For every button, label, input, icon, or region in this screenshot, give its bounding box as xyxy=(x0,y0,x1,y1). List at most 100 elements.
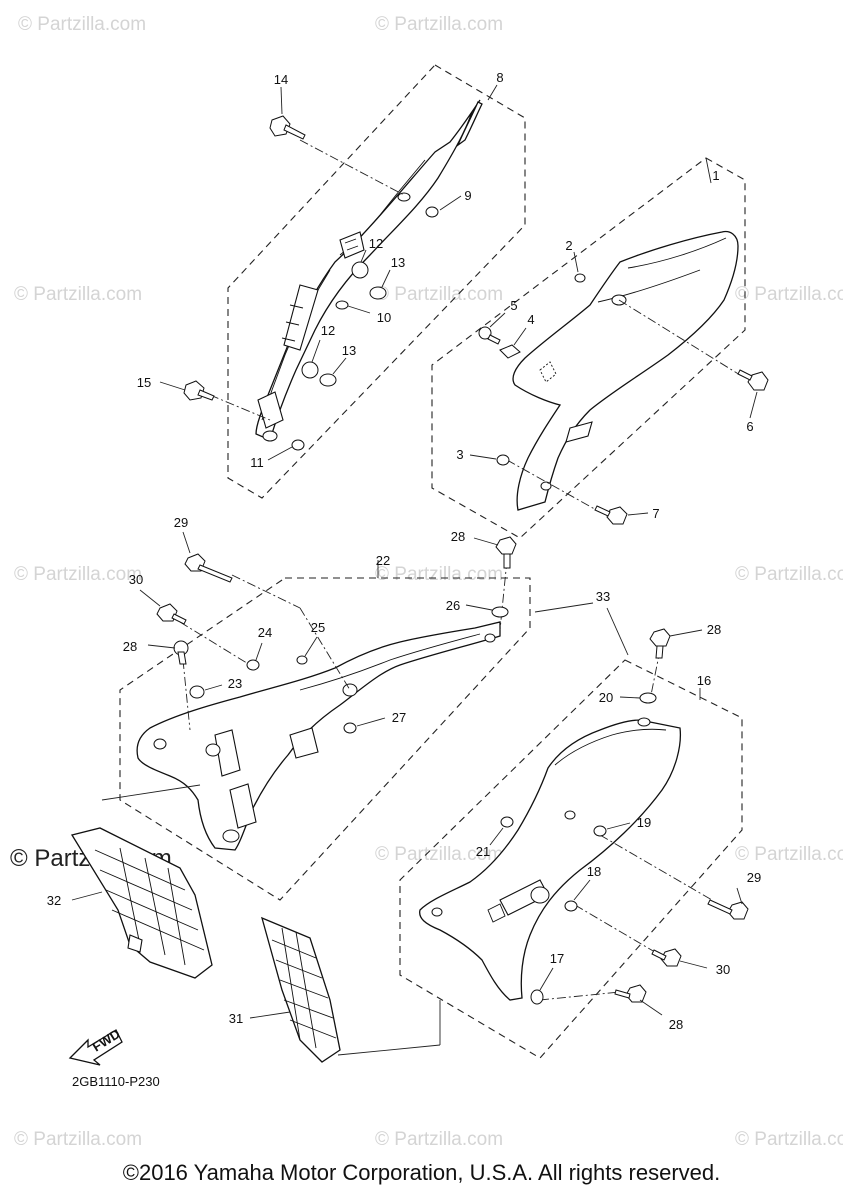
callout-label: 29 xyxy=(747,870,761,885)
radiator-grille-31 xyxy=(261,916,341,1063)
callout-label: 13 xyxy=(342,343,356,358)
watermark-text: © Partzilla.com xyxy=(18,14,146,35)
callout-label: 4 xyxy=(527,312,534,327)
watermark-text: © Partzilla.com xyxy=(14,1129,142,1150)
callout-label: 24 xyxy=(258,625,272,640)
callout-label: 16 xyxy=(697,673,711,688)
group-outline-8 xyxy=(227,64,526,499)
washer-26 xyxy=(491,606,509,618)
cap-13a xyxy=(369,286,387,300)
callout-label: 26 xyxy=(446,598,460,613)
collar-11 xyxy=(291,439,305,451)
group-outline-16 xyxy=(399,659,743,1059)
callout-label: 30 xyxy=(129,572,143,587)
bolt-28c xyxy=(649,628,671,659)
washer-10 xyxy=(335,300,349,310)
callout-label: 11 xyxy=(250,455,264,470)
callout-label: 28 xyxy=(707,622,721,637)
bolt-28d xyxy=(614,984,647,1003)
collar-27 xyxy=(343,722,357,734)
callout-label: 8 xyxy=(496,70,503,85)
callout-label: 33 xyxy=(596,589,610,604)
bolt-28a xyxy=(173,640,189,665)
clip-4 xyxy=(499,344,521,359)
callout-labels: 14 8 9 12 13 10 12 13 15 11 1 2 5 4 6 3 … xyxy=(47,70,761,1032)
washer-20 xyxy=(639,692,657,704)
callout-label: 12 xyxy=(321,323,335,338)
watermark-text: © Partzilla.com xyxy=(375,14,503,35)
bolt-7 xyxy=(594,505,628,525)
callout-label: 10 xyxy=(377,310,391,325)
callout-label: 22 xyxy=(376,553,390,568)
nut-25 xyxy=(296,655,308,665)
bolt-29a xyxy=(184,553,233,583)
fwd-arrow-icon: FWD xyxy=(68,1026,123,1066)
bolt-6 xyxy=(737,369,769,391)
callout-label: 28 xyxy=(451,529,465,544)
callout-label: 14 xyxy=(274,72,288,87)
callout-label: 31 xyxy=(229,1011,243,1026)
group-outline-1 xyxy=(431,157,746,539)
nut-21 xyxy=(500,816,514,828)
callout-leaders xyxy=(71,84,758,1019)
hardware-bolts xyxy=(156,115,769,1005)
watermark-text: © Partzilla.com xyxy=(735,284,843,305)
callout-label: 9 xyxy=(464,188,471,203)
callout-label: 13 xyxy=(391,255,405,270)
side-cover-8 xyxy=(255,99,483,442)
alignment-lines xyxy=(101,139,741,1056)
grommet-3 xyxy=(496,454,510,466)
collar-24 xyxy=(246,659,260,671)
shroud-16 xyxy=(419,717,682,1001)
callout-label: 2 xyxy=(565,238,572,253)
watermark-text: © Partzilla.com xyxy=(14,284,142,305)
bolt-15 xyxy=(183,380,215,401)
collar-9 xyxy=(425,206,439,218)
callout-label: 32 xyxy=(47,893,61,908)
nut-2 xyxy=(574,273,586,283)
bolt-14 xyxy=(269,115,306,140)
bolt-30a xyxy=(156,603,187,625)
callout-label: 25 xyxy=(311,620,325,635)
watermark-text: © Partzilla.com xyxy=(375,844,503,865)
callout-label: 5 xyxy=(510,298,517,313)
callout-label: 6 xyxy=(746,419,753,434)
grommet-23 xyxy=(189,685,205,699)
callout-label: 17 xyxy=(550,951,564,966)
callout-label: 23 xyxy=(228,676,242,691)
grommet-12b xyxy=(301,361,319,379)
cap-13b xyxy=(319,373,337,387)
callout-label: 20 xyxy=(599,690,613,705)
callout-label: 30 xyxy=(716,962,730,977)
watermark-text: © Partzilla.com xyxy=(375,564,503,585)
washer-18 xyxy=(564,900,578,912)
callout-label: 7 xyxy=(652,506,659,521)
side-cover-1 xyxy=(512,230,739,511)
copyright-notice: ©2016 Yamaha Motor Corporation, U.S.A. A… xyxy=(122,1160,721,1185)
watermark-text: © Partzilla.com xyxy=(735,564,843,585)
watermark-text: © Partzilla.com xyxy=(375,284,503,305)
callout-label: 21 xyxy=(476,844,490,859)
grommet-12a xyxy=(351,261,369,279)
bolt-29b xyxy=(707,899,749,920)
bolt-28b xyxy=(495,536,517,569)
radiator-grille-32 xyxy=(70,827,213,979)
watermark-text: © Partzilla.com xyxy=(735,1129,843,1150)
callout-label: 18 xyxy=(587,864,601,879)
bolt-30b xyxy=(651,948,682,967)
callout-label: 1 xyxy=(712,168,719,183)
group-outline-22 xyxy=(119,577,531,901)
callout-label: 15 xyxy=(137,375,151,390)
callout-label: 29 xyxy=(174,515,188,530)
collar-19 xyxy=(593,825,607,837)
callout-label: 3 xyxy=(456,447,463,462)
callout-label: 28 xyxy=(669,1017,683,1032)
watermark-text: © Partzilla.com xyxy=(375,1129,503,1150)
screw-5 xyxy=(478,326,501,345)
shroud-22 xyxy=(136,621,501,851)
callout-label: 19 xyxy=(637,815,651,830)
callout-label: 28 xyxy=(123,639,137,654)
watermark-text: © Partzilla.com xyxy=(735,844,843,865)
watermark-text: © Partzilla.com xyxy=(14,564,142,585)
